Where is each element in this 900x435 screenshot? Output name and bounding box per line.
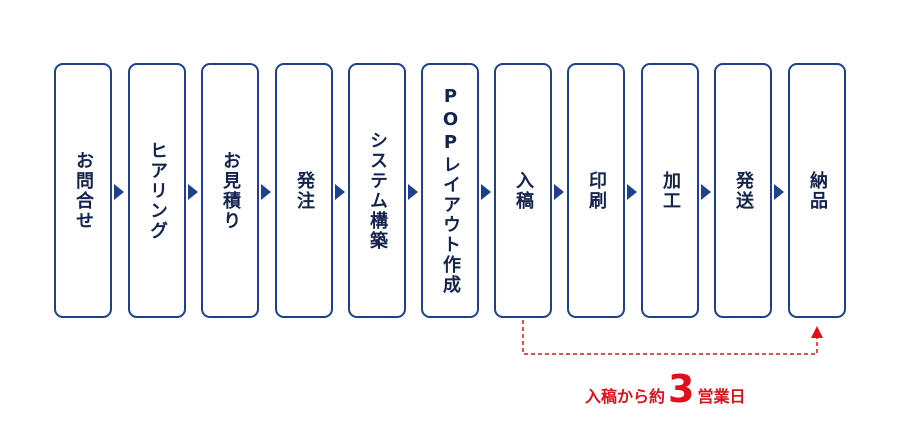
arrow-right-icon [335, 184, 345, 200]
arrow-right-icon [554, 184, 564, 200]
arrow-right-icon [627, 184, 637, 200]
step-delivery: 納品 [788, 63, 846, 318]
step-label: ヒアリング [147, 140, 168, 241]
step-pop-layout: POPレイアウト作成 [421, 63, 479, 318]
arrow-right-icon [114, 184, 124, 200]
step-system-build: システム構築 [348, 63, 406, 318]
step-label: 発注 [294, 170, 315, 211]
arrow-up-icon [811, 326, 823, 338]
dashed-connector-line [522, 320, 818, 355]
step-label: 入稿 [513, 170, 534, 211]
step-printing: 印刷 [567, 63, 625, 318]
step-label: 加工 [660, 170, 681, 211]
lead-time-number: 3 [668, 367, 695, 411]
arrow-right-icon [188, 184, 198, 200]
step-label: システム構築 [367, 130, 388, 251]
step-label: 納品 [807, 170, 828, 211]
step-processing: 加工 [641, 63, 699, 318]
step-label: 印刷 [586, 170, 607, 211]
arrow-right-icon [701, 184, 711, 200]
step-label: お見積り [220, 150, 241, 231]
step-inquiry: お問合せ [54, 63, 112, 318]
arrow-right-icon [774, 184, 784, 200]
step-label: お問合せ [73, 150, 94, 231]
step-submission: 入稿 [494, 63, 552, 318]
step-label: 発送 [733, 170, 754, 211]
lead-time-note: 入稿から約 3 営業日 [585, 370, 745, 408]
step-order: 発注 [275, 63, 333, 318]
arrow-right-icon [408, 184, 418, 200]
lead-time-prefix: 入稿から約 [585, 387, 666, 406]
step-shipping: 発送 [714, 63, 772, 318]
arrow-right-icon [261, 184, 271, 200]
arrow-right-icon [481, 184, 491, 200]
step-hearing: ヒアリング [128, 63, 186, 318]
step-label: POPレイアウト作成 [440, 86, 461, 295]
step-estimate: お見積り [201, 63, 259, 318]
lead-time-suffix: 営業日 [697, 387, 746, 406]
